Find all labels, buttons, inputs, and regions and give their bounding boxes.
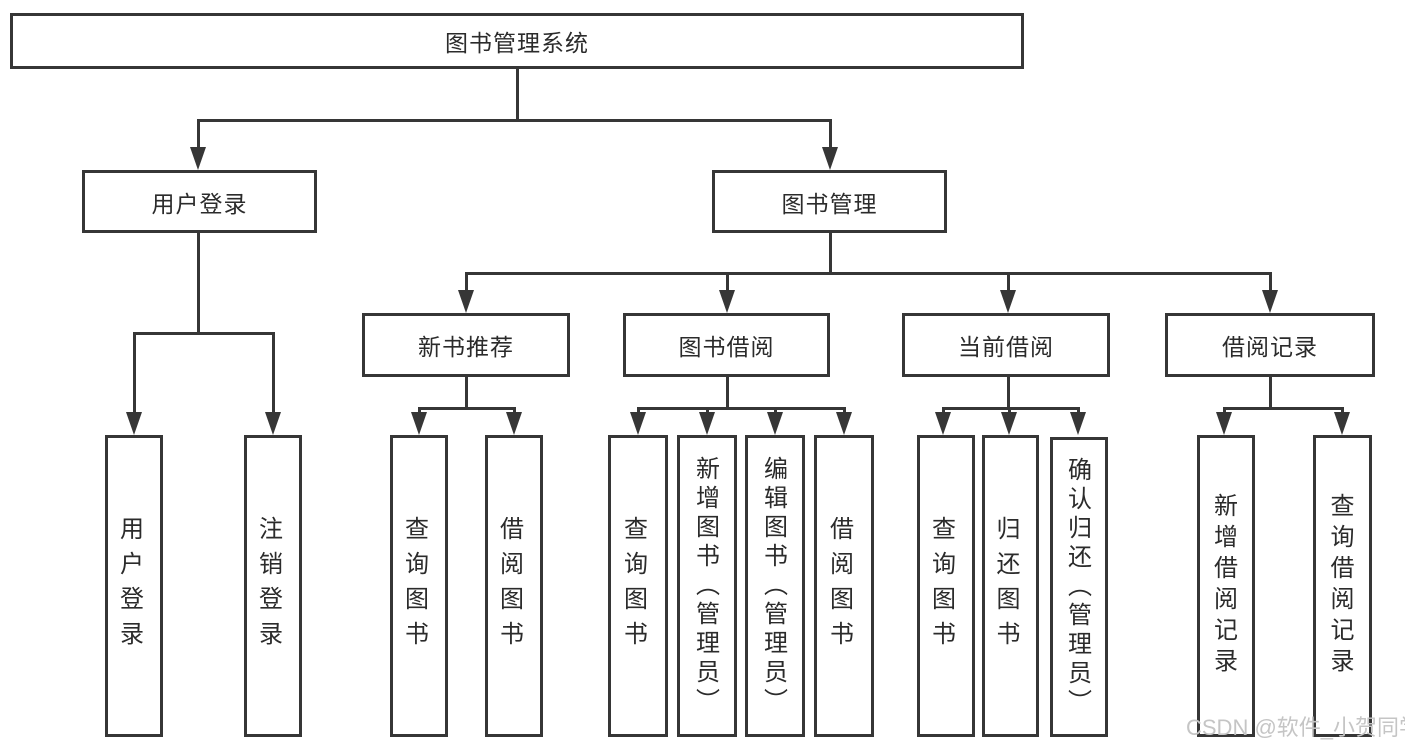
connector-line (637, 407, 640, 414)
watermark: CSDN @软件_小贺同学 (1186, 715, 1405, 740)
connector-line (1341, 407, 1344, 414)
node-book-borrowing: 图书借阅 (623, 313, 830, 377)
arrowhead-down-icon (719, 290, 735, 313)
connector-line (829, 119, 832, 148)
connector-line (706, 407, 709, 414)
leaf-add-book-admin: 新增图书（管理员） (677, 435, 737, 737)
connector-line (1077, 407, 1080, 414)
node-book-management: 图书管理 (712, 170, 947, 233)
arrowhead-down-icon (822, 147, 838, 170)
arrowhead-down-icon (1216, 412, 1232, 435)
connector-line (829, 233, 832, 274)
arrowhead-down-icon (935, 412, 951, 435)
arrowhead-down-icon (1001, 412, 1017, 435)
arrowhead-down-icon (630, 412, 646, 435)
node-current-borrowing: 当前借阅 (902, 313, 1110, 377)
arrowhead-down-icon (1262, 290, 1278, 313)
connector-line (513, 407, 516, 414)
connector-level3-splitter (465, 272, 1272, 275)
connector-line (1269, 272, 1272, 292)
connector-splitter (1223, 407, 1343, 410)
connector-line (1269, 377, 1272, 409)
connector-line (774, 407, 777, 414)
connector-line (465, 272, 468, 292)
arrowhead-down-icon (1070, 412, 1086, 435)
leaf-query-books-borrowing: 查询图书 (608, 435, 668, 737)
connector-line (726, 272, 729, 292)
connector-line (272, 332, 275, 412)
node-user-login: 用户登录 (82, 170, 317, 233)
leaf-edit-book-admin: 编辑图书（管理员） (745, 435, 805, 737)
connector-line (942, 407, 945, 414)
leaf-add-borrow-record: 新增借阅记录 (1197, 435, 1255, 737)
connector-root-trunk (516, 69, 519, 121)
connector-user-login-splitter (133, 332, 275, 335)
leaf-borrow-books-borrowing: 借阅图书 (814, 435, 874, 737)
arrowhead-down-icon (458, 290, 474, 313)
arrowhead-down-icon (767, 412, 783, 435)
arrowhead-down-icon (699, 412, 715, 435)
connector-line (843, 407, 846, 414)
arrowhead-down-icon (126, 412, 142, 435)
node-library-management-system: 图书管理系统 (10, 13, 1024, 69)
node-borrowing-records: 借阅记录 (1165, 313, 1375, 377)
leaf-query-books-current: 查询图书 (917, 435, 975, 737)
leaf-query-books-recommend: 查询图书 (390, 435, 448, 737)
connector-line (197, 119, 200, 148)
connector-line (1223, 407, 1226, 414)
arrowhead-down-icon (1334, 412, 1350, 435)
connector-line (1008, 407, 1011, 414)
connector-splitter (418, 407, 516, 410)
connector-level2-splitter (197, 119, 832, 122)
connector-line (418, 407, 421, 414)
connector-line (197, 233, 200, 334)
arrowhead-down-icon (190, 147, 206, 170)
arrowhead-down-icon (411, 412, 427, 435)
connector-line (726, 377, 729, 409)
node-new-book-recommendation: 新书推荐 (362, 313, 570, 377)
connector-splitter (637, 407, 845, 410)
connector-line (133, 332, 136, 412)
connector-line (1007, 272, 1010, 292)
leaf-confirm-return-admin: 确认归还（管理员） (1050, 437, 1108, 737)
arrowhead-down-icon (836, 412, 852, 435)
leaf-logout: 注销登录 (244, 435, 302, 737)
connector-line (465, 377, 468, 409)
arrowhead-down-icon (265, 412, 281, 435)
leaf-query-borrow-record: 查询借阅记录 (1313, 435, 1372, 737)
leaf-user-login: 用户登录 (105, 435, 163, 737)
leaf-borrow-books-recommend: 借阅图书 (485, 435, 543, 737)
leaf-return-books: 归还图书 (982, 435, 1039, 737)
arrowhead-down-icon (1000, 290, 1016, 313)
arrowhead-down-icon (506, 412, 522, 435)
connector-line (1007, 377, 1010, 409)
